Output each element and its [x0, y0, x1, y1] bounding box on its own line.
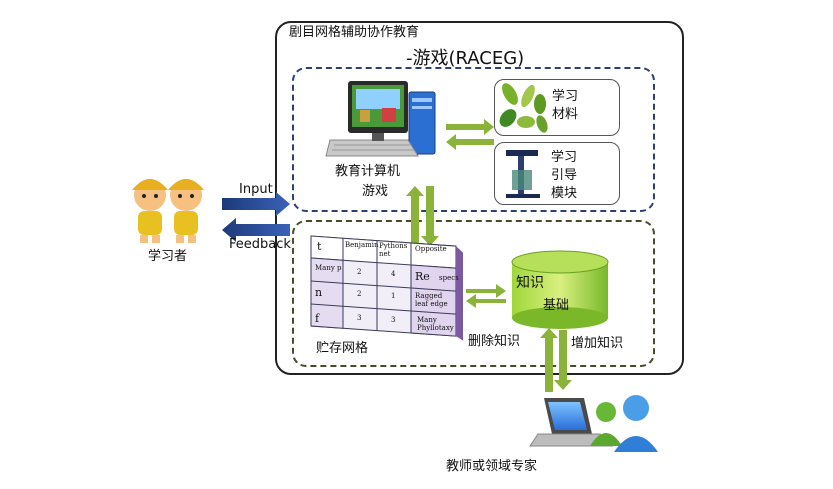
computer-icon: [325, 81, 436, 157]
system-title-line1: 剧目网格辅助协作教育: [289, 25, 420, 40]
knowledge-base-label-line1: 知识: [516, 275, 544, 291]
computer-label-line1: 教育计算机: [335, 164, 401, 179]
computer-label-line2: 游戏: [362, 184, 389, 199]
grid-r2c0: n: [315, 286, 323, 299]
grid-header-0: t: [317, 240, 322, 253]
grid-r1c0: Many p: [315, 264, 342, 272]
grid-r2c2: 1: [391, 292, 396, 300]
feedback-label: Feedback: [229, 237, 291, 252]
grid-r1c3: Re: [415, 270, 430, 283]
guide-module-label-line2: 引导: [551, 168, 578, 183]
system-title-line2: -游戏(RACEG): [406, 48, 525, 69]
input-feedback-arrows: [222, 192, 290, 242]
delete-knowledge-label: 删除知识: [468, 334, 521, 349]
learning-material-card: [494, 79, 620, 136]
grid-r2c3: Ragged leaf edge: [415, 292, 448, 308]
repertory-grid-label: 贮存网格: [316, 341, 369, 356]
guide-module-label-line1: 学习: [551, 150, 578, 165]
grid-cell-texts: t Benjamin Pythons net Opposite Many p 2…: [311, 236, 471, 336]
learning-material-label-line1: 学习: [552, 89, 579, 104]
computer-material-arrows: [446, 119, 494, 150]
grid-r3c3: Many Phyllotaxy: [417, 316, 454, 332]
repertory-grid-table: [310, 235, 463, 341]
grid-knowledge-arrows: [466, 284, 506, 308]
grid-r1c2: 4: [391, 270, 396, 278]
knowledge-base-label-line2: 基础: [543, 298, 570, 313]
grid-r1c1: 2: [357, 268, 362, 276]
repertory-region-frame: [292, 220, 655, 367]
grid-header-1: Benjamin: [345, 241, 379, 249]
grid-r3c1: 3: [357, 314, 362, 322]
add-knowledge-label: 增加知识: [571, 336, 624, 351]
grid-r1c3b: specs: [439, 274, 459, 282]
knowledge-expert-arrows: [540, 328, 572, 392]
expert-label: 教师或领域专家: [446, 459, 538, 474]
learning-material-label-line2: 材料: [552, 107, 579, 122]
grid-r2c1: 2: [357, 290, 362, 298]
expert-laptop-icon: [529, 398, 614, 447]
guide-module-icon: [506, 150, 540, 198]
leaves-icon: [499, 83, 548, 133]
input-label: Input: [239, 182, 273, 197]
learner-children-icon: [132, 179, 204, 243]
learner-label: 学习者: [148, 249, 188, 264]
guide-module-label-line3: 模块: [551, 186, 578, 201]
game-region-frame: [292, 67, 655, 212]
game-repertory-arrows: [406, 186, 439, 248]
grid-header-2: Pythons net: [379, 242, 408, 258]
grid-r3c2: 3: [391, 316, 396, 324]
grid-r3c0: f: [315, 312, 320, 325]
grid-header-3: Opposite: [415, 245, 447, 253]
knowledge-base-cylinder: [511, 250, 609, 329]
expert-people-icon: [590, 395, 658, 452]
